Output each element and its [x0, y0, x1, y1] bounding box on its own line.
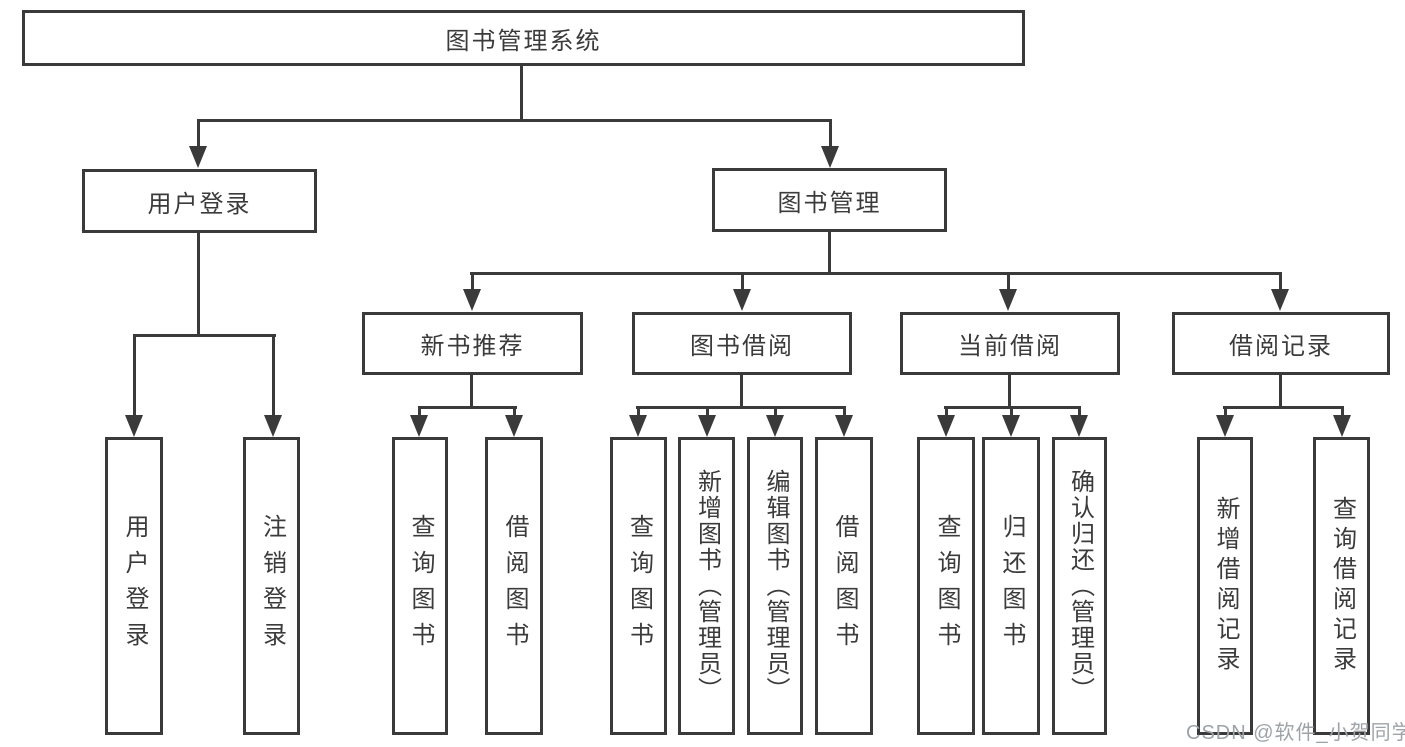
- node-book-borrowing: 图书借阅: [632, 312, 852, 375]
- connector-line: [945, 407, 948, 417]
- connector-line: [1008, 375, 1011, 408]
- node-return-books: 归还图书: [982, 437, 1040, 735]
- connector-line: [706, 407, 709, 417]
- arrow-down-icon: [1070, 415, 1088, 437]
- connector-line: [1223, 406, 1344, 409]
- connector-line: [520, 65, 523, 120]
- node-label: 归还图书: [998, 514, 1025, 658]
- node-label: 新增借阅记录: [1212, 496, 1239, 676]
- node-book-management: 图书管理: [712, 168, 947, 232]
- node-label: 编辑图书（管理员）: [762, 469, 789, 703]
- arrow-down-icon: [189, 146, 207, 168]
- csdn-watermark: CSDN @软件_小贺同学: [1186, 722, 1405, 744]
- connector-line: [197, 119, 832, 122]
- node-query-books-borrowing: 查询图书: [610, 437, 667, 735]
- node-current-borrowing: 当前借阅: [900, 312, 1120, 375]
- connector-line: [637, 407, 640, 417]
- connector-line: [1078, 407, 1081, 417]
- node-label: 图书管理: [777, 189, 882, 217]
- node-label: 查询图书: [933, 514, 960, 658]
- node-user-login: 用户登录: [82, 169, 317, 233]
- node-label: 图书借阅: [690, 333, 794, 360]
- node-library-system: 图书管理系统: [22, 10, 1025, 66]
- connector-line: [636, 406, 846, 409]
- connector-line: [133, 334, 276, 337]
- connector-line: [1224, 407, 1227, 417]
- node-label: 用户登录: [121, 514, 148, 658]
- connector-line: [1341, 407, 1344, 417]
- arrow-down-icon: [733, 289, 751, 311]
- connector-line: [741, 273, 744, 291]
- connector-line: [829, 120, 832, 148]
- node-label: 借阅图书: [501, 514, 528, 658]
- connector-line: [513, 407, 516, 417]
- connector-line: [740, 375, 743, 408]
- node-query-borrow-record: 查询借阅记录: [1313, 437, 1370, 735]
- arrow-down-icon: [1002, 415, 1020, 437]
- arrow-down-icon: [463, 289, 481, 311]
- arrow-down-icon: [505, 415, 523, 437]
- node-edit-book-admin: 编辑图书（管理员）: [747, 437, 803, 735]
- connector-line: [1007, 273, 1010, 291]
- connector-line: [272, 335, 275, 417]
- connector-line: [197, 233, 200, 336]
- connector-line: [470, 375, 473, 408]
- node-add-book-admin: 新增图书（管理员）: [678, 437, 735, 735]
- arrow-down-icon: [264, 415, 282, 437]
- arrow-down-icon: [937, 415, 955, 437]
- connector-line: [1279, 273, 1282, 291]
- arrow-down-icon: [1216, 415, 1234, 437]
- node-query-books-recommend: 查询图书: [392, 437, 448, 735]
- connector-line: [843, 407, 846, 417]
- connector-line: [470, 272, 1282, 275]
- node-label: 借阅记录: [1229, 333, 1333, 360]
- connector-line: [1010, 407, 1013, 417]
- arrow-down-icon: [821, 146, 839, 168]
- connector-line: [197, 120, 200, 148]
- connector-line: [133, 335, 136, 417]
- node-label: 新增图书（管理员）: [693, 469, 721, 703]
- arrow-down-icon: [766, 415, 784, 437]
- node-borrow-books-borrowing: 借阅图书: [815, 437, 873, 735]
- node-label: 注销登录: [258, 514, 286, 658]
- node-label: 确认归还（管理员）: [1066, 469, 1094, 703]
- arrow-down-icon: [698, 415, 716, 437]
- node-label: 当前借阅: [958, 333, 1062, 360]
- connector-line: [471, 273, 474, 291]
- node-label: 查询借阅记录: [1328, 496, 1356, 676]
- node-confirm-return-admin: 确认归还（管理员）: [1052, 437, 1107, 735]
- arrow-down-icon: [999, 289, 1017, 311]
- arrow-down-icon: [1271, 289, 1289, 311]
- arrow-down-icon: [125, 415, 143, 437]
- connector-line: [774, 407, 777, 417]
- node-borrow-books-recommend: 借阅图书: [485, 437, 543, 735]
- node-label: 查询图书: [625, 514, 653, 658]
- node-label: 查询图书: [407, 514, 434, 658]
- node-label: 图书管理系统: [445, 27, 602, 55]
- arrow-down-icon: [1333, 415, 1351, 437]
- arrow-down-icon: [629, 415, 647, 437]
- arrow-down-icon: [410, 415, 428, 437]
- connector-line: [828, 232, 831, 274]
- node-label: 用户登录: [147, 190, 252, 218]
- node-query-books-current: 查询图书: [917, 437, 975, 735]
- node-new-book-recommend: 新书推荐: [362, 312, 583, 375]
- node-add-borrow-record: 新增借阅记录: [1197, 437, 1253, 735]
- node-label: 新书推荐: [420, 333, 525, 360]
- connector-line: [1279, 375, 1282, 408]
- node-borrowing-records: 借阅记录: [1172, 312, 1390, 375]
- connector-line: [418, 407, 421, 417]
- arrow-down-icon: [835, 415, 853, 437]
- node-user-login-leaf: 用户登录: [105, 437, 163, 735]
- node-logout: 注销登录: [243, 437, 300, 735]
- node-label: 借阅图书: [831, 514, 858, 658]
- connector-line: [418, 406, 517, 409]
